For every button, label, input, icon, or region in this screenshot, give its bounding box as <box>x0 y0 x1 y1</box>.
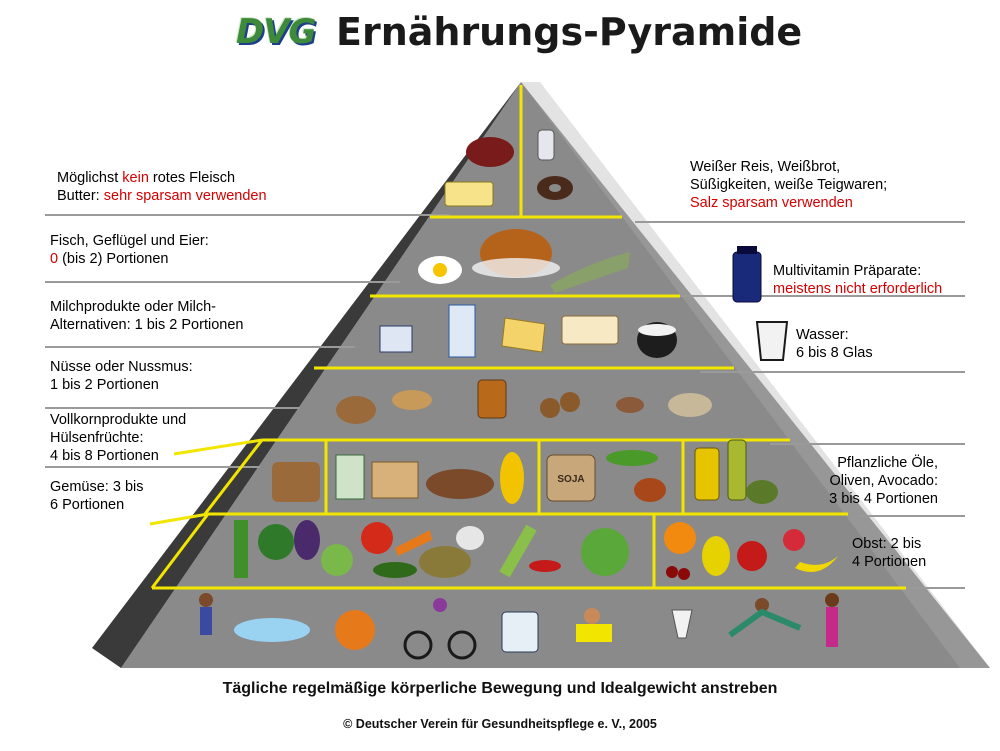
cabbage-icon <box>321 544 353 576</box>
cherry-icon <box>666 566 678 578</box>
soy-bag-label: SOJA <box>557 474 584 485</box>
corn-icon <box>500 452 524 504</box>
label-white-rice-sweets: Weißer Reis, Weißbrot, Süßigkeiten, weiß… <box>690 159 888 211</box>
cereal-box-icon <box>335 454 365 500</box>
scale-icon <box>501 611 539 653</box>
footer-copyright: © Deutscher Verein für Gesundheitspflege… <box>343 717 657 731</box>
butter-icon <box>444 181 494 207</box>
label-vegetables: Gemüse: 3 bis 6 Portionen <box>50 479 144 513</box>
apple-icon <box>737 541 767 571</box>
cheese-icon <box>501 317 546 353</box>
label-dairy: Milchprodukte oder Milch- Alternativen: … <box>50 299 244 333</box>
pear-icon <box>702 536 730 576</box>
dancer-icon <box>755 598 769 612</box>
pyramid-face <box>121 82 990 668</box>
rye-bread-icon <box>426 469 494 499</box>
sandwich-icon <box>561 315 619 345</box>
cucumber-icon <box>373 562 417 578</box>
water-glass-icon <box>755 321 789 361</box>
banana-icon <box>795 556 838 572</box>
dairy-tier-foods <box>379 304 677 358</box>
peanut-icon <box>392 390 432 410</box>
olive-oil-bottle-icon <box>727 439 747 501</box>
carrot-icon <box>395 530 432 556</box>
stretching-person-icon <box>584 608 600 624</box>
garlic-icon <box>456 526 484 550</box>
eggplant-icon <box>294 520 320 560</box>
fish-icon <box>550 252 630 293</box>
exercise-tier <box>199 593 839 660</box>
label-water: Wasser: 6 bis 8 Glas <box>796 327 873 361</box>
beans-icon <box>634 478 666 502</box>
label-guide-lines <box>45 214 965 589</box>
label-red-meat-butter: Möglichst kein rotes Fleisch Butter: seh… <box>57 170 267 204</box>
soy-bag-icon <box>546 454 596 502</box>
label-fruit: Obst: 2 bis 4 Portionen <box>852 536 927 570</box>
potato-icon <box>419 546 471 578</box>
leek-icon <box>499 524 537 578</box>
walker-icon <box>825 593 839 607</box>
nuts-tier-foods <box>336 379 712 424</box>
runner-icon <box>199 593 213 607</box>
milk-box-icon <box>448 304 476 358</box>
tofu-icon <box>379 325 413 353</box>
header: DVG Ernährungs-Pyramide <box>0 0 1000 70</box>
bread-loaf-icon <box>272 462 320 502</box>
hazelnut-icon <box>540 398 560 418</box>
label-multivitamin: Multivitamin Präparate: meistens nicht e… <box>773 263 943 297</box>
page-title: Ernährungs-Pyramide <box>336 10 803 54</box>
avocado-icon <box>746 480 778 504</box>
oil-bottle-icon <box>694 447 720 501</box>
protein-tier-foods <box>418 229 630 293</box>
dvg-logo: DVG <box>236 12 316 52</box>
brazil-nut-icon <box>668 393 712 417</box>
salt-shaker-icon <box>537 129 555 161</box>
vegetable-tier-foods <box>234 520 629 578</box>
fruit-tier-foods <box>664 522 838 580</box>
footer-exercise-note: Tägliche regelmäßige körperliche Bewegun… <box>222 680 778 697</box>
bicycle-icon <box>403 630 433 660</box>
badminton-shuttlecock-icon <box>671 609 693 639</box>
vitamin-bottle-icon <box>732 246 762 303</box>
pyramid-shadow-side <box>92 82 521 668</box>
swimmer-icon <box>234 618 310 642</box>
asparagus-icon <box>234 520 248 578</box>
nut-butter-jar-icon <box>477 379 507 419</box>
broccoli-icon <box>258 524 294 560</box>
label-grains: Vollkornprodukte und Hülsenfrüchte: 4 bi… <box>50 412 187 464</box>
tier-dividers <box>149 85 906 590</box>
chili-icon <box>529 560 561 572</box>
grains-tier-foods: SOJA <box>272 439 778 504</box>
pea-pod-icon <box>606 450 658 466</box>
walnut-icon <box>336 396 376 424</box>
lettuce-icon <box>581 528 629 576</box>
orange-icon <box>664 522 696 554</box>
almond-icon <box>616 397 644 413</box>
crispbread-icon <box>371 461 419 499</box>
red-meat-icon <box>466 137 514 167</box>
strawberry-icon <box>783 529 805 551</box>
label-fish-poultry-eggs: Fisch, Geflügel und Eier: 0 (bis 2) Port… <box>50 233 209 267</box>
label-nuts: Nüsse oder Nussmus: 1 bis 2 Portionen <box>50 359 193 393</box>
label-oils: Pflanzliche Öle, Oliven, Avocado: 3 bis … <box>829 455 938 507</box>
tomato-icon <box>361 522 393 554</box>
basketball-icon <box>335 610 375 650</box>
top-tier-foods <box>444 129 573 207</box>
